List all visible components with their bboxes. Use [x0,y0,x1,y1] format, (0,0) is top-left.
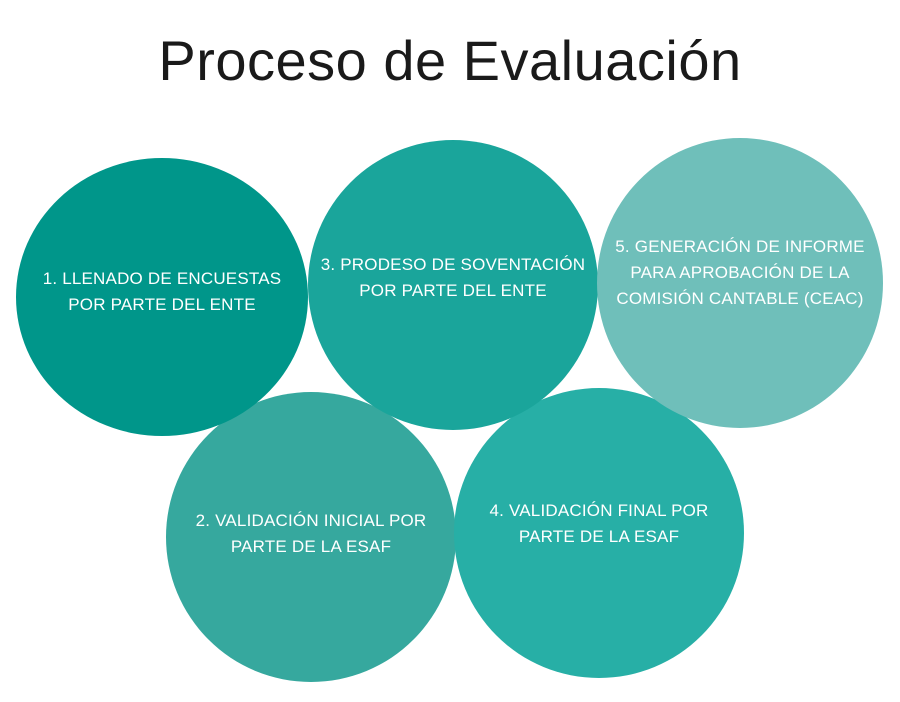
process-step-5-line-3: COMISIÓN CANTABLE (CEAC) [616,289,864,308]
process-step-4-label: 4. VALIDACIÓN FINAL POR PARTE DE LA ESAF [489,498,708,550]
process-step-2-label: 2. VALIDACIÓN INICIAL POR PARTE DE LA ES… [196,508,427,560]
process-step-5-label: 5. GENERACIÓN DE INFORME PARA APROBACIÓN… [615,234,864,312]
process-step-2-line-1: 2. VALIDACIÓN INICIAL POR [195,511,427,530]
process-step-3-line-2: POR PARTE DEL ENTE [359,281,547,300]
process-step-5-line-1: 5. GENERACIÓN DE INFORME [615,237,865,256]
process-step-1-label: 1. LLENADO DE ENCUESTAS POR PARTE DEL EN… [43,266,282,318]
process-step-3-line-1: 3. PRODESO DE SOVENTACIÓN [320,255,586,274]
process-step-2-line-2: PARTE DE LA ESAF [230,537,392,556]
process-step-1-circle: 1. LLENADO DE ENCUESTAS POR PARTE DEL EN… [16,158,308,436]
process-step-4-line-2: PARTE DE LA ESAF [518,527,680,546]
process-step-5-line-2: PARA APROBACIÓN DE LA [630,263,850,282]
process-step-1-line-2: POR PARTE DEL ENTE [68,295,256,314]
process-step-2-circle: 2. VALIDACIÓN INICIAL POR PARTE DE LA ES… [166,392,456,682]
process-step-3-circle: 3. PRODESO DE SOVENTACIÓN POR PARTE DEL … [308,140,598,430]
process-step-3-label: 3. PRODESO DE SOVENTACIÓN POR PARTE DEL … [321,252,585,304]
process-step-1-line-1: 1. LLENADO DE ENCUESTAS [42,269,282,288]
process-step-4-line-1: 4. VALIDACIÓN FINAL POR [489,501,709,520]
process-step-4-circle: 4. VALIDACIÓN FINAL POR PARTE DE LA ESAF [454,388,744,678]
process-step-5-circle: 5. GENERACIÓN DE INFORME PARA APROBACIÓN… [597,138,883,428]
diagram-title: Proceso de Evaluación [158,29,742,92]
